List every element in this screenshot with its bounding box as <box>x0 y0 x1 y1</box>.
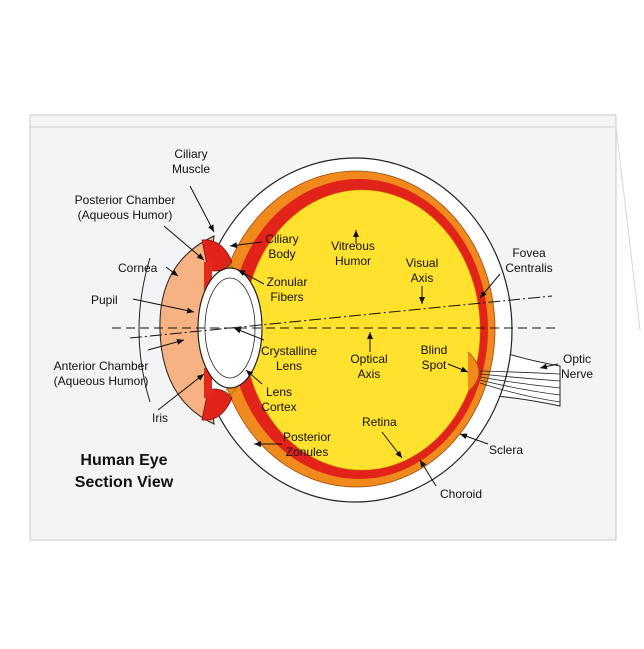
label-blind-spot: Blind Spot <box>421 343 448 373</box>
label-visual-axis-line-2: Axis <box>410 271 434 285</box>
optic-nerve-fibers <box>479 370 561 403</box>
label-lens-cortex-line-2: Cortex <box>261 400 297 414</box>
label-fovea-centralis: Fovea Centralis <box>505 246 552 276</box>
label-posterior-chamber-line-2: (Aqueous Humor) <box>77 208 173 222</box>
label-ciliary-muscle: Ciliary Muscle <box>172 147 210 177</box>
label-optic-nerve-line-1: Optic <box>562 352 592 366</box>
label-posterior-zonules: Posterior Zonules <box>283 430 331 460</box>
label-vitreous-humor-line-2: Humor <box>334 254 371 268</box>
label-crystalline-lens-line-1: Crystalline <box>260 344 318 358</box>
optic-disc <box>467 351 480 393</box>
label-ciliary-body-line-1: Ciliary <box>265 232 299 246</box>
title-line-2: Section View <box>74 474 174 491</box>
label-zonular-fibers-line-1: Zonular <box>266 275 308 289</box>
label-optic-nerve-line-2: Nerve <box>560 367 594 381</box>
pointer-arrows <box>132 185 559 487</box>
label-pupil: Pupil <box>91 293 118 307</box>
label-iris: Iris <box>152 411 168 425</box>
label-optic-nerve: Optic Nerve <box>561 352 593 382</box>
label-sclera: Sclera <box>489 443 524 457</box>
label-optical-axis-line-2: Axis <box>357 367 381 381</box>
label-anterior-chamber: Anterior Chamber (Aqueous Humor) <box>54 359 149 389</box>
label-visual-axis: Visual Axis <box>406 256 438 286</box>
label-vitreous-humor-line-1: Vitreous <box>331 239 375 253</box>
label-vitreous-humor: Vitreous Humor <box>331 239 375 269</box>
label-optical-axis: Optical Axis <box>350 352 387 382</box>
label-choroid: Choroid <box>440 487 483 501</box>
label-ciliary-muscle-line-1: Ciliary <box>174 147 208 161</box>
label-optical-axis-line-1: Optical <box>350 352 388 366</box>
label-blind-spot-line-1: Blind <box>420 343 448 357</box>
title-line-1: Human Eye <box>80 452 168 469</box>
label-crystalline-lens-line-2: Lens <box>275 359 303 373</box>
label-cornea: Cornea <box>118 261 158 275</box>
label-posterior-zonules-line-1: Posterior <box>282 430 332 444</box>
label-crystalline-lens: Crystalline Lens <box>261 344 317 374</box>
label-posterior-zonules-line-2: Zonules <box>285 445 329 459</box>
label-visual-axis-line-1: Visual <box>405 256 439 270</box>
label-retina: Retina <box>362 415 397 429</box>
label-posterior-chamber-line-1: Posterior Chamber <box>74 193 176 207</box>
visual-axis-line <box>129 295 553 339</box>
label-ciliary-body: Ciliary Body <box>265 232 298 262</box>
label-ciliary-body-line-2: Body <box>268 247 296 261</box>
label-anterior-chamber-line-1: Anterior Chamber <box>53 359 149 373</box>
label-lens-cortex: Lens Cortex <box>261 385 296 415</box>
diagram-title: Human Eye Section View <box>75 450 173 494</box>
label-fovea-centralis-line-2: Centralis <box>505 261 553 275</box>
label-zonular-fibers-line-2: Fibers <box>270 290 304 304</box>
label-blind-spot-line-2: Spot <box>421 358 447 372</box>
label-lens-cortex-line-1: Lens <box>265 385 293 399</box>
label-zonular-fibers: Zonular Fibers <box>267 275 308 305</box>
label-anterior-chamber-line-2: (Aqueous Humor) <box>53 374 149 388</box>
label-posterior-chamber: Posterior Chamber (Aqueous Humor) <box>75 193 176 223</box>
label-fovea-centralis-line-1: Fovea <box>512 246 546 260</box>
label-ciliary-muscle-line-2: Muscle <box>171 162 211 176</box>
